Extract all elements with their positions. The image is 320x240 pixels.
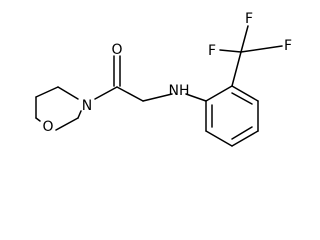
bond [205, 85, 233, 102]
amine-nh-label: NH [169, 83, 190, 99]
bond [142, 93, 173, 102]
benzene-ring [205, 85, 259, 147]
amide-nitrogen-label: N [82, 98, 92, 114]
bond [240, 45, 283, 53]
aromatic-inner-bond [231, 126, 253, 140]
fluorine-label: F [284, 38, 292, 54]
bond [231, 51, 242, 87]
bond [231, 85, 259, 102]
bond [185, 93, 207, 102]
ring-oxygen-label: O [42, 119, 53, 135]
bond [77, 110, 82, 119]
carbonyl-oxygen-label: O [111, 42, 122, 58]
bond [205, 130, 233, 147]
trifluoromethyl-group [219, 25, 283, 87]
morpholine-ring [35, 86, 82, 131]
fluorine-label: F [208, 43, 216, 59]
fluorine-label: F [245, 11, 253, 27]
bond [57, 86, 79, 100]
structure-diagram: O N O NH F F F [35, 11, 292, 147]
amide-linker [94, 55, 207, 102]
bond [94, 86, 118, 100]
bond [35, 117, 41, 122]
bond [35, 86, 59, 98]
aromatic-inner-bond [231, 92, 253, 105]
bond [116, 86, 144, 102]
bond [219, 49, 242, 53]
bond [240, 25, 249, 53]
bond [231, 130, 259, 147]
bond [55, 117, 79, 131]
